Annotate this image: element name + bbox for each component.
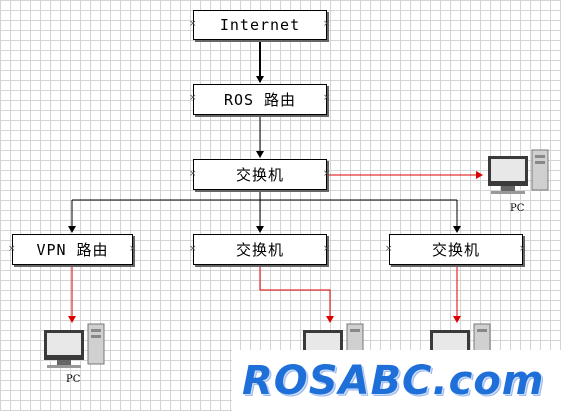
connection-handle-icon[interactable]: × <box>323 244 331 254</box>
connection-handle-icon[interactable]: × <box>189 244 197 254</box>
connection-handle-icon[interactable]: × <box>323 19 331 29</box>
watermark-backdrop <box>232 350 561 411</box>
node-switch-main[interactable]: 交换机 <box>193 159 327 190</box>
pc-label: PC <box>66 374 81 385</box>
connection-handle-icon[interactable]: × <box>519 244 527 254</box>
node-ros-router[interactable]: ROS 路由 <box>193 84 327 115</box>
pc-computer-icon <box>44 323 105 368</box>
connection-handle-icon[interactable]: × <box>385 244 393 254</box>
node-vpn-router[interactable]: VPN 路由 <box>12 234 133 265</box>
connection-handle-icon[interactable]: × <box>129 244 137 254</box>
node-label: 交换机 <box>431 241 480 259</box>
connection-handle-icon[interactable]: × <box>323 169 331 179</box>
connection-handle-icon[interactable]: × <box>189 169 197 179</box>
link-switch-mid-pc <box>259 265 334 323</box>
watermark: ROSABC.com <box>242 358 545 404</box>
node-internet[interactable]: Internet <box>193 10 327 40</box>
node-label: ROS 路由 <box>223 91 297 109</box>
connection-handle-icon[interactable]: × <box>189 19 197 29</box>
pc-computer-icon <box>488 149 549 194</box>
node-label: 交换机 <box>235 241 284 259</box>
connection-handle-icon[interactable]: × <box>189 93 197 103</box>
pc-label: PC <box>510 203 525 214</box>
connection-handle-icon[interactable]: × <box>323 93 331 103</box>
node-label: 交换机 <box>235 166 284 184</box>
node-switch-right[interactable]: 交换机 <box>389 234 523 265</box>
node-label: VPN 路由 <box>36 241 109 259</box>
node-switch-mid[interactable]: 交换机 <box>193 234 327 265</box>
connection-handle-icon[interactable]: × <box>8 244 16 254</box>
node-label: Internet <box>219 16 301 34</box>
